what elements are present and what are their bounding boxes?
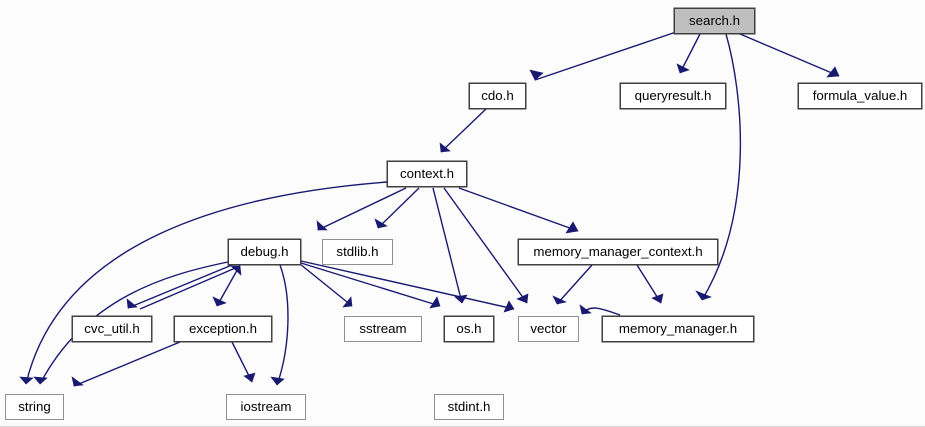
edge-debug-to-os bbox=[300, 262, 441, 307]
arrowhead-debug-to-cvc_util bbox=[126, 298, 138, 309]
arrowhead-context-to-debug bbox=[316, 220, 328, 231]
node-label-string: string bbox=[18, 399, 51, 415]
node-stdint[interactable]: stdint.h bbox=[434, 394, 504, 420]
edge-search-to-cdo bbox=[534, 31, 677, 81]
arrowhead-search-to-cdo bbox=[529, 69, 544, 81]
node-stdlib[interactable]: stdlib.h bbox=[322, 239, 393, 265]
arrowhead-context-to-stdlib bbox=[374, 218, 388, 229]
arrowhead-debug-to-string bbox=[33, 376, 48, 385]
node-string[interactable]: string bbox=[5, 394, 64, 420]
edges-group bbox=[19, 31, 840, 387]
edge-exception-to-string bbox=[73, 341, 181, 387]
arrowhead-debug-to-vector bbox=[503, 300, 515, 313]
node-cvc_util[interactable]: cvc_util.h bbox=[72, 316, 152, 342]
node-label-queryresult: queryresult.h bbox=[634, 88, 712, 104]
arrowhead-cvc_util-to-debug bbox=[230, 265, 242, 276]
arrowhead-exception-to-string bbox=[71, 376, 84, 387]
edge-debug-to-exception bbox=[216, 264, 241, 307]
node-label-os: os.h bbox=[456, 321, 482, 337]
arrowhead-context-to-string bbox=[19, 376, 34, 385]
node-search[interactable]: search.h bbox=[674, 8, 755, 34]
node-memory_manager[interactable]: memory_manager.h bbox=[602, 316, 754, 342]
edge-context-to-debug bbox=[317, 187, 407, 231]
node-formula_value[interactable]: formula_value.h bbox=[798, 83, 922, 109]
node-label-cdo: cdo.h bbox=[481, 88, 514, 104]
arrowhead-cdo-to-context bbox=[439, 142, 451, 153]
arrowhead-memory_manager_context-to-vector bbox=[552, 295, 567, 305]
node-debug[interactable]: debug.h bbox=[228, 239, 301, 265]
node-label-cvc_util: cvc_util.h bbox=[84, 321, 140, 337]
edge-debug-to-sstream bbox=[299, 263, 353, 307]
edge-search-to-formula_value bbox=[739, 33, 840, 77]
node-queryresult[interactable]: queryresult.h bbox=[620, 83, 726, 109]
node-label-context: context.h bbox=[400, 166, 454, 182]
edge-debug-to-string bbox=[39, 261, 229, 385]
node-sstream[interactable]: sstream bbox=[344, 316, 422, 342]
node-exception[interactable]: exception.h bbox=[174, 316, 272, 342]
arrowhead-exception-to-iostream bbox=[243, 372, 256, 383]
node-label-sstream: sstream bbox=[359, 321, 407, 337]
node-cdo[interactable]: cdo.h bbox=[469, 83, 526, 109]
edge-debug-to-vector bbox=[300, 260, 515, 310]
edge-context-to-os bbox=[432, 187, 463, 304]
edge-search-to-memory_manager bbox=[701, 33, 742, 301]
node-label-search: search.h bbox=[689, 13, 740, 29]
arrowhead-memory_manager-to-vector bbox=[579, 304, 592, 315]
node-label-stdlib: stdlib.h bbox=[336, 244, 379, 260]
edge-cdo-to-context bbox=[440, 108, 487, 153]
node-context[interactable]: context.h bbox=[387, 161, 467, 187]
node-label-memory_manager_context: memory_manager_context.h bbox=[533, 244, 703, 260]
arrowhead-debug-to-os bbox=[429, 296, 441, 309]
edge-context-to-vector bbox=[443, 187, 528, 304]
node-label-exception: exception.h bbox=[188, 321, 257, 337]
edge-context-to-memory_manager_context bbox=[458, 187, 579, 232]
arrowhead-context-to-vector bbox=[516, 293, 529, 304]
node-os[interactable]: os.h bbox=[444, 316, 494, 342]
edge-context-to-string bbox=[25, 181, 388, 385]
node-label-iostream: iostream bbox=[240, 399, 292, 415]
edge-context-to-stdlib bbox=[377, 187, 420, 229]
node-vector[interactable]: vector bbox=[518, 316, 579, 342]
node-iostream[interactable]: iostream bbox=[226, 394, 306, 420]
node-memory_manager_context[interactable]: memory_manager_context.h bbox=[518, 239, 718, 265]
edge-debug-to-cvc_util bbox=[127, 264, 233, 309]
node-label-formula_value: formula_value.h bbox=[812, 88, 908, 104]
node-label-vector: vector bbox=[530, 321, 567, 337]
arrowhead-debug-to-sstream bbox=[342, 296, 353, 308]
node-label-debug: debug.h bbox=[240, 244, 289, 260]
arrowhead-context-to-memory_manager_context bbox=[565, 221, 579, 234]
arrowhead-search-to-formula_value bbox=[826, 66, 840, 78]
arrowhead-search-to-queryresult bbox=[676, 63, 690, 74]
node-label-memory_manager: memory_manager.h bbox=[618, 321, 738, 337]
arrowhead-debug-to-iostream bbox=[270, 376, 285, 386]
arrowhead-search-to-memory_manager bbox=[695, 290, 712, 301]
edge-cvc_util-to-debug bbox=[139, 265, 241, 310]
arrowhead-memory_manager_context-to-memory_manager bbox=[651, 293, 664, 304]
edge-debug-to-iostream bbox=[276, 264, 289, 386]
node-label-stdint: stdint.h bbox=[447, 399, 491, 415]
edge-memory_manager_context-to-vector bbox=[556, 264, 593, 305]
arrowhead-debug-to-exception bbox=[212, 296, 227, 307]
edge-search-to-queryresult bbox=[679, 33, 701, 74]
